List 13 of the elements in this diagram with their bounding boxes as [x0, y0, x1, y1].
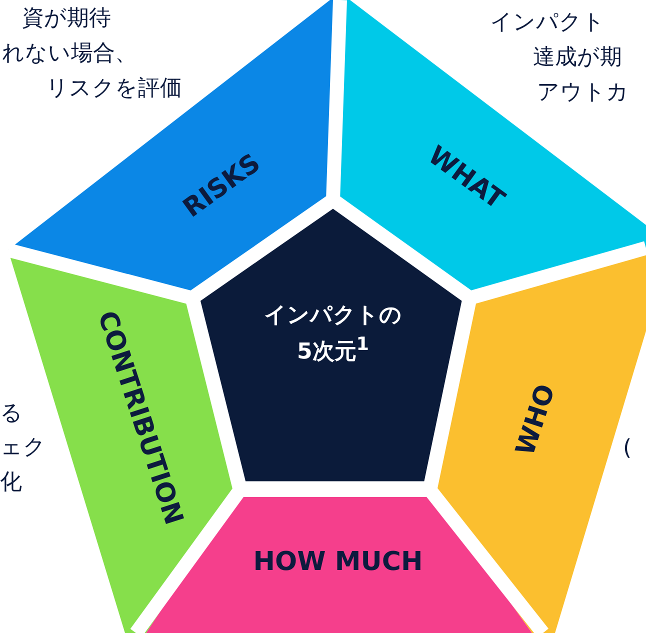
- description-text: アウトカ: [537, 82, 629, 104]
- description-text: る: [0, 403, 23, 425]
- description-text: 化: [0, 472, 22, 494]
- center-title: インパクトの5次元$^{1}$: [263, 302, 403, 366]
- description-text: 達成が期: [533, 47, 622, 69]
- segment-label: WHO: [510, 380, 562, 460]
- description-text: 資が期待: [22, 8, 111, 30]
- description-text: れない場合、: [2, 43, 137, 65]
- description-text: ェク: [0, 437, 46, 459]
- segment-label: HOW MUCH: [253, 547, 423, 577]
- description-text: (: [623, 438, 632, 460]
- description-text: インパクト: [490, 12, 605, 34]
- description-text: リスクを評価: [46, 78, 182, 100]
